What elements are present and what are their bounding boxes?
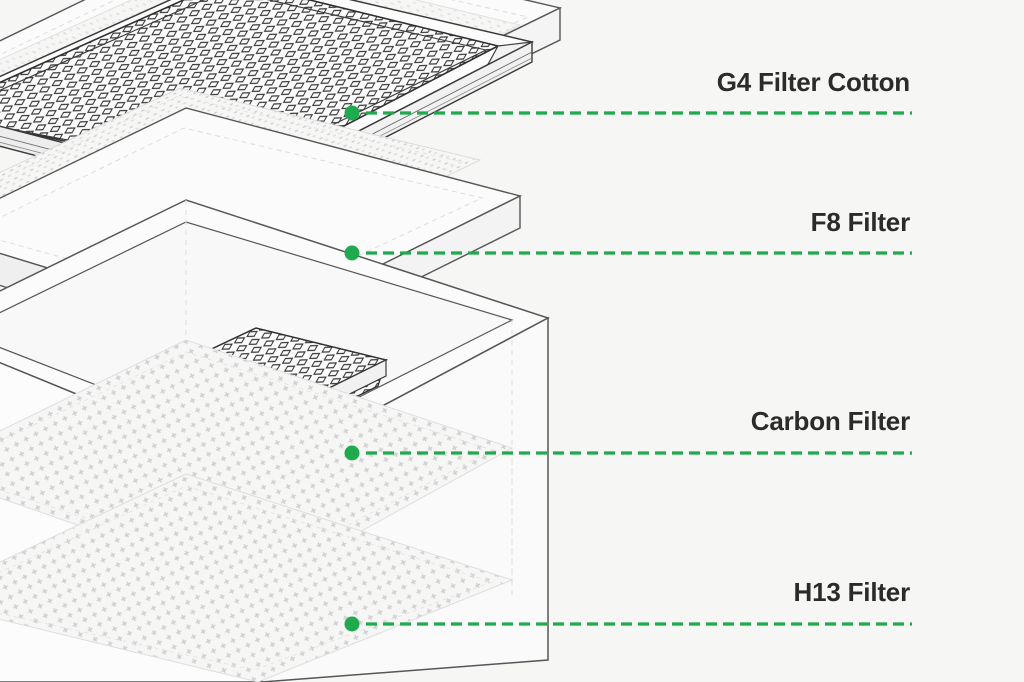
callout-label-g4-filter-cotton: G4 Filter Cotton [716, 67, 910, 97]
construction-guides [511, 448, 513, 580]
callout-label-h13-filter: H13 Filter [793, 577, 911, 607]
callout-leader-h13-filter [344, 616, 912, 632]
leader-dot [344, 445, 360, 461]
callout-leader-f8-filter [344, 245, 912, 261]
callout-label-f8-filter: F8 Filter [810, 207, 911, 237]
callout-leader-carbon-filter [344, 445, 912, 461]
leader-dot [344, 616, 360, 632]
callout-leader-g4-filter-cotton [344, 105, 912, 121]
leader-dot [344, 105, 360, 121]
callout-leaders [344, 105, 912, 632]
callout-label-carbon-filter: Carbon Filter [750, 406, 910, 436]
leader-dot [344, 245, 360, 261]
